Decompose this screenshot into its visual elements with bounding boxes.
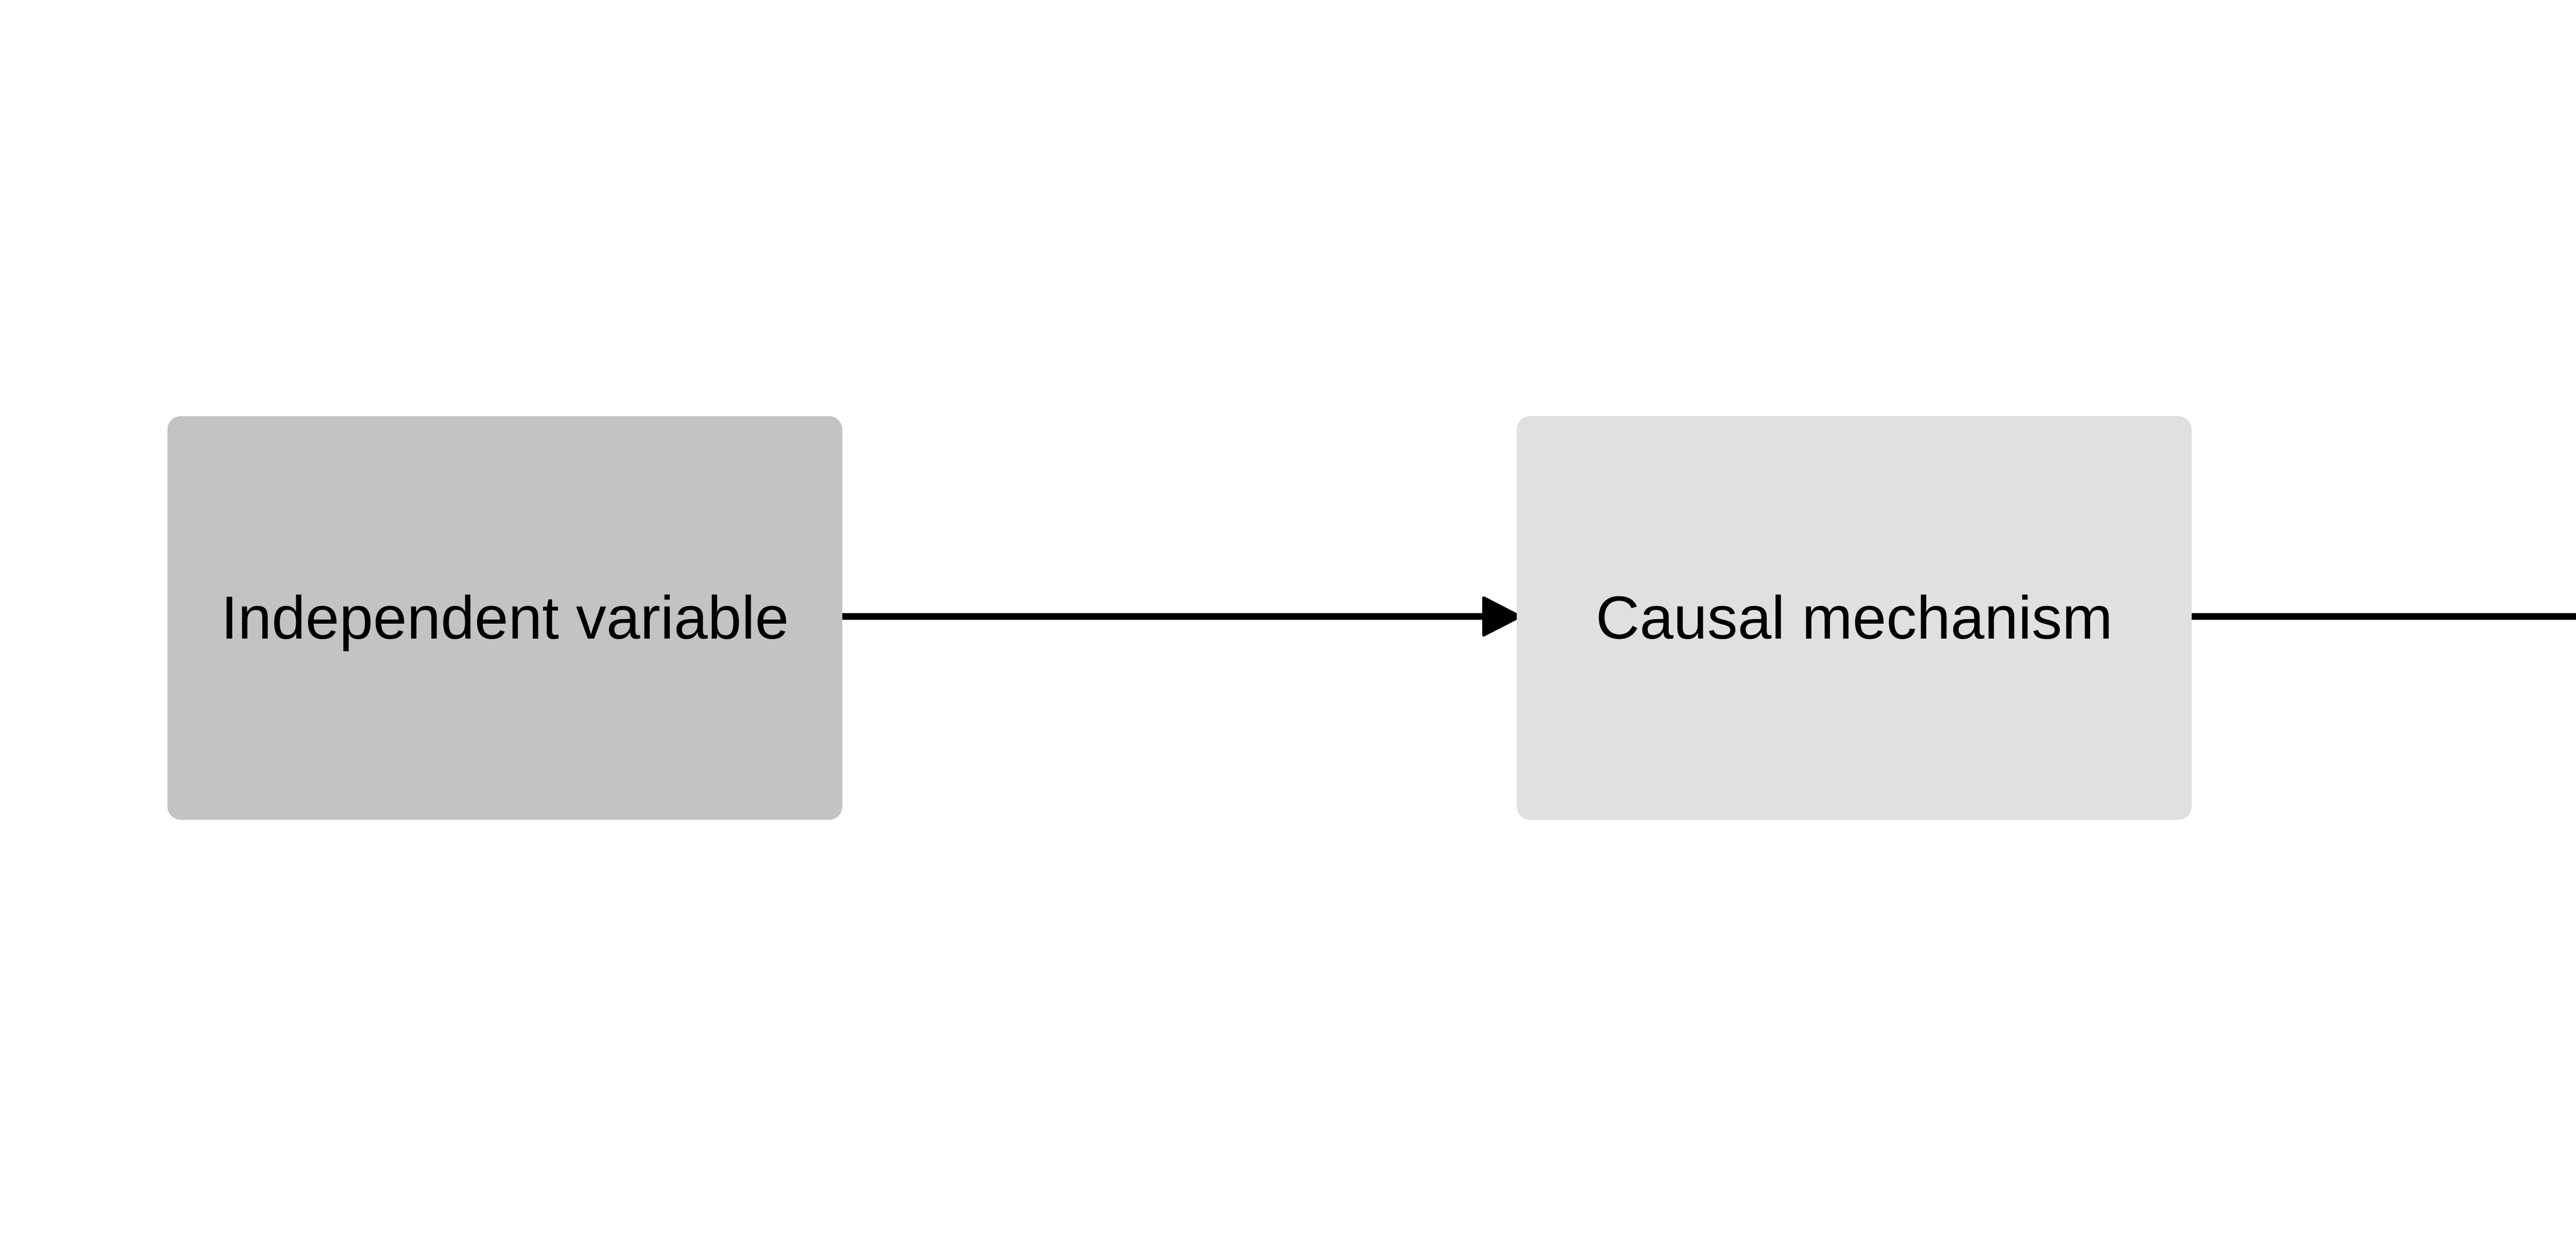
node-causal-mechanism[interactable]: Causal mechanism [1517,416,2192,820]
arrowhead-icon [1482,596,1521,637]
edge-mechanism-to-dependent[interactable] [2192,598,2576,635]
edge-independent-to-mechanism[interactable] [842,596,1521,637]
node-label: Independent variable [221,584,789,652]
node-label: Causal mechanism [1596,584,2113,652]
node-independent-variable[interactable]: Independent variable [167,416,842,820]
